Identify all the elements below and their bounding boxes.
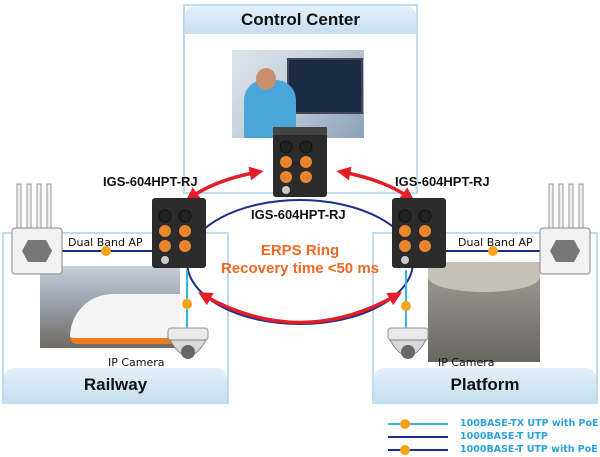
operator-head: [256, 68, 276, 90]
legend-label-1000base-t-poe: 1000BASE-T UTP with PoE: [460, 444, 598, 455]
left-ap-icon: [11, 183, 63, 275]
platform-title: Platform: [374, 368, 596, 402]
right-switch-label: IGS-604HPT-RJ: [395, 174, 490, 189]
right-camera-label: IP Camera: [438, 356, 495, 369]
poe-badge-right-camera: [401, 301, 411, 311]
right-switch-icon: [392, 198, 446, 268]
control-room-photo: [232, 50, 364, 138]
monitor-wall: [287, 58, 363, 114]
right-ap-icon: [539, 183, 591, 275]
station-roof: [428, 262, 540, 292]
poe-badge-right-ap: [488, 246, 498, 256]
ring-arrow-bottom: [198, 292, 402, 325]
erps-ring-label: ERPS Ring Recovery time <50 ms: [200, 242, 400, 278]
railway-photo: [40, 266, 180, 348]
legend-line-100base-tx-poe: [388, 419, 448, 429]
legend-label-100base-tx-poe: 100BASE-TX UTP with PoE: [460, 418, 599, 429]
legend-label-1000base-t: 1000BASE-T UTP: [460, 431, 548, 442]
left-ap-label: Dual Band AP: [68, 236, 143, 249]
left-switch-label: IGS-604HPT-RJ: [103, 174, 198, 189]
erps-ring-title: ERPS Ring: [260, 242, 340, 259]
right-ap-label: Dual Band AP: [458, 236, 533, 249]
center-switch-label: IGS-604HPT-RJ: [251, 207, 346, 222]
erps-recovery-time: Recovery time <50 ms: [220, 260, 379, 277]
ring-arrow-top-right: [336, 166, 415, 202]
control-center-title: Control Center: [185, 6, 416, 34]
poe-badge-left-ap: [101, 246, 111, 256]
poe-badge-left-camera: [182, 299, 192, 309]
right-camera-icon: [387, 327, 429, 359]
left-switch-icon: [152, 198, 206, 268]
left-camera-icon: [167, 327, 209, 359]
center-switch-icon: [273, 127, 327, 197]
platform-photo: [428, 262, 540, 362]
legend-line-1000base-t-poe: [388, 445, 448, 455]
train-shape: [70, 294, 180, 344]
railway-title: Railway: [4, 368, 227, 402]
left-camera-label: IP Camera: [108, 356, 165, 369]
ring-arrow-top-left: [185, 166, 264, 202]
